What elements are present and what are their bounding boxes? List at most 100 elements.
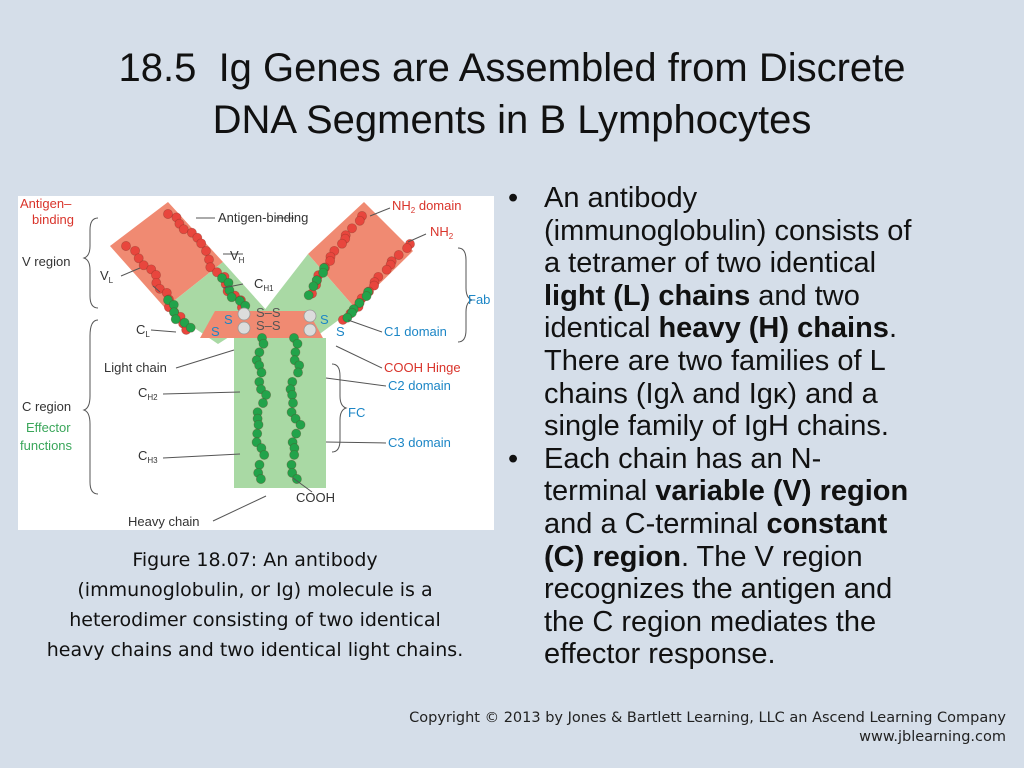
text-run: . [888, 312, 898, 345]
bold-term: constant [766, 507, 888, 540]
heavy-chain-bead [303, 290, 314, 301]
light-chain-bead [342, 312, 353, 323]
bullet-line: the C region mediates the [544, 606, 1008, 639]
chain-beads [121, 209, 415, 484]
heavy-chain-bead [196, 238, 207, 249]
caption-line: Figure 18.07: An antibody [132, 549, 378, 571]
antibody-figure: S–S S–S S S S S [18, 196, 494, 530]
bullet-line: terminal variable (V) region [544, 475, 1008, 508]
title-line: DNA Segments in B Lymphocytes [212, 98, 812, 142]
heavy-chain-bead [288, 398, 298, 408]
ch1-label: CH1 [254, 276, 274, 293]
light-chain-bead [185, 322, 196, 333]
figure-caption: Figure 18.07: An antibody(immunoglobulin… [20, 545, 490, 665]
cooh-hinge-label: COOH Hinge [384, 360, 461, 375]
left-variable-region [110, 202, 223, 308]
v-region-label: V region [22, 254, 70, 269]
nh2-domain-label: NH2 domain [392, 198, 461, 215]
text-run: There are two families of L [544, 344, 886, 377]
heavy-chain-bead [291, 474, 302, 484]
cl-label: CL [136, 322, 150, 339]
bold-term: light (L) chains [544, 279, 751, 312]
heavy-chain-bead [254, 459, 265, 470]
right-variable-region [308, 202, 413, 308]
bullet-line: chains (Igλ and Igκ) and a [544, 378, 1008, 411]
heavy-chain-bead [291, 428, 302, 439]
bullet-line: single family of IgH chains. [544, 410, 1008, 443]
hinge-region [200, 311, 323, 338]
bullet-dot: • [508, 182, 519, 214]
light-chain-bead [130, 245, 141, 256]
caption-line: heavy chains and two identical light cha… [46, 639, 464, 661]
bullet-list: • An antibody(immunoglobulin) consists of… [508, 182, 1008, 671]
s-bond-label: S [336, 324, 345, 339]
text-run: single family of IgH chains. [544, 410, 889, 443]
light-chain-bead [121, 241, 131, 251]
light-chain-bead [133, 253, 144, 264]
heavy-chain-bead [255, 474, 266, 484]
heavy-chain-bead [163, 209, 173, 219]
bullet-line: recognizes the antigen and [544, 573, 1008, 606]
text-run: a tetramer of two identical [544, 247, 877, 280]
heavy-chain-bead [308, 281, 319, 292]
light-chain-bead [393, 250, 404, 260]
ss-bond-label: S–S [256, 305, 281, 320]
heavy-chain-bead [253, 419, 264, 430]
copyright-url: www.jblearning.com [859, 729, 1006, 745]
heavy-chain-bead [293, 367, 303, 378]
text-run: terminal [544, 475, 656, 508]
text-run: and two [750, 279, 860, 312]
disulfide-bonds: S–S S–S S S S S [211, 305, 345, 339]
c3-domain-label: C3 domain [388, 435, 451, 450]
bullet-item: • An antibody(immunoglobulin) consists of… [508, 182, 1008, 443]
cooh-label: COOH [296, 490, 335, 505]
light-chain-bead [170, 314, 181, 325]
antigen-binding-top-label: Antigen-binding [218, 210, 308, 225]
bullet-line: a tetramer of two identical [544, 247, 1008, 280]
text-run: Each chain has an N- [544, 442, 822, 475]
heavy-chain-bead [178, 224, 189, 235]
light-chain-label: Light chain [104, 360, 167, 375]
heavy-chain-bead [256, 367, 267, 378]
title-line: 18.5 Ig Genes are Assembled from Discret… [118, 46, 906, 90]
heavy-chain-bead [325, 255, 336, 266]
c2-domain-label: C2 domain [388, 378, 451, 393]
heavy-chain-bead [318, 267, 329, 278]
ch2-label: CH2 [138, 385, 158, 402]
heavy-chain-bead [205, 262, 216, 273]
light-chain-bead [138, 260, 149, 271]
heavy-chain-bead [259, 449, 270, 460]
bold-term: variable (V) region [655, 475, 909, 508]
bullet-item: •Each chain has an N-terminal variable (… [508, 443, 1008, 671]
bold-term: heavy (H) chains [658, 312, 889, 345]
heavy-chain-bead [337, 238, 347, 249]
text-run: recognizes the antigen and [544, 573, 893, 606]
bullet-line: (immunoglobulin) consists of [544, 215, 1008, 248]
light-chain-bead [402, 243, 413, 254]
ch3-label: CH3 [138, 448, 158, 465]
text-run: identical [544, 312, 659, 345]
heavy-chain-bead [290, 413, 301, 424]
fab-label: Fab [468, 292, 490, 307]
fc-region [234, 338, 326, 488]
copyright-notice: Copyright © 2013 by Jones & Bartlett Lea… [409, 709, 1006, 747]
s-bond-label: S [224, 312, 233, 327]
light-chain-bead [361, 291, 372, 302]
light-chain-bead [154, 283, 165, 294]
heavy-chain-bead [261, 389, 272, 400]
antigen-binding-label: binding [32, 212, 74, 227]
bullet-line: An antibody [544, 182, 1008, 215]
light-chain-bead [179, 317, 190, 328]
text-run: effector response. [544, 638, 776, 671]
heavy-chain-bead [292, 338, 303, 349]
heavy-chain-bead [286, 459, 297, 470]
bullet-line: (C) region. The V region [544, 541, 1008, 574]
text-run: and a C-terminal [544, 507, 767, 540]
antibody-diagram: S–S S–S S S S S [20, 196, 490, 529]
vh-label: VH [230, 248, 245, 265]
antigen-binding-label: Antigen– [20, 196, 72, 211]
bold-term: (C) region [544, 540, 681, 573]
nh2-label: NH2 [430, 224, 454, 241]
s-bond-label: S [211, 324, 220, 339]
bullet-line: There are two families of L [544, 345, 1008, 378]
